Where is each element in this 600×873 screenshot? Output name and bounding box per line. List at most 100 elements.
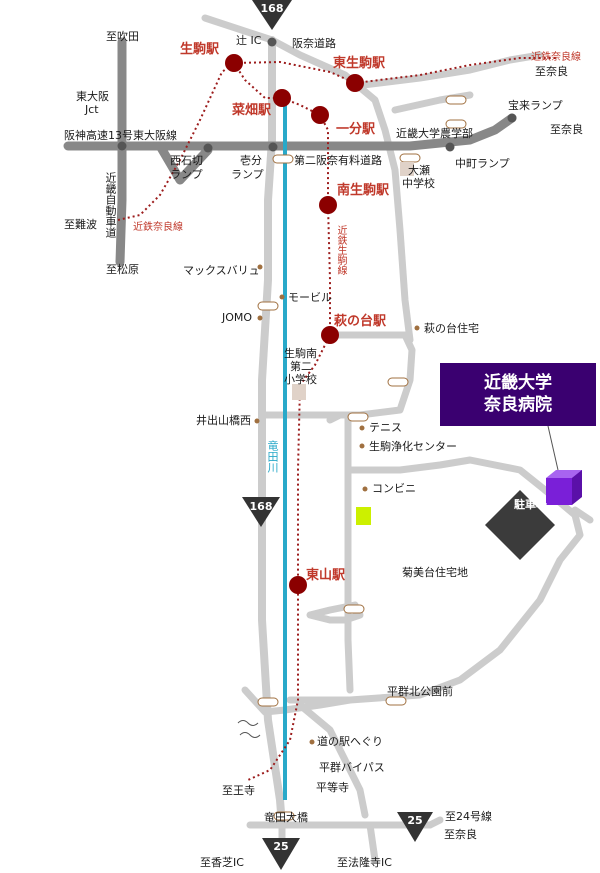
hospital-leader xyxy=(547,425,559,471)
road-hanna xyxy=(201,14,414,344)
road-hospital-entry xyxy=(571,506,594,524)
station-haginodai-label[interactable]: 萩の台駅 xyxy=(334,314,387,329)
label-ikoma-minami: 生駒南 xyxy=(284,347,317,360)
label-ikoma-center: 生駒浄化センター xyxy=(369,440,457,453)
station-ikoma-label[interactable]: 生駒駅 xyxy=(180,42,220,57)
label-ichibu-ramp: 壱分 xyxy=(240,154,262,167)
hospital-name-line1: 近畿大学 xyxy=(484,373,552,393)
label-kinki-expwy: 近畿自動車道 xyxy=(104,172,117,238)
label-jct: Jct xyxy=(85,103,99,116)
road-markers xyxy=(257,95,467,821)
label-to-kashiba: 至香芝IC xyxy=(200,856,244,869)
shield-25-bottom-label: 25 xyxy=(273,840,289,853)
hanshin-13 xyxy=(63,113,517,151)
station-higashiyama-label[interactable]: 東山駅 xyxy=(306,568,346,583)
marker xyxy=(343,604,365,614)
label-tsuji-ic: 辻 IC xyxy=(236,34,262,47)
haginodai-housing-dot xyxy=(414,325,420,331)
label-maxvalu: マックスバリュ xyxy=(183,264,260,277)
tsuji-ic-dot xyxy=(267,37,277,47)
kinki-expressway xyxy=(115,37,127,267)
wave-mark xyxy=(239,732,261,738)
ose-jhs-building xyxy=(400,162,414,176)
route-shields xyxy=(242,0,433,870)
station-ikoma-dot xyxy=(225,54,243,72)
label-mobil: モービル xyxy=(288,291,332,304)
rail-label-kintetsu-nara-east: 近鉄奈良線 xyxy=(531,52,581,63)
label-conbini: コンビニ xyxy=(372,482,416,495)
hospital-name-line2: 奈良病院 xyxy=(484,395,552,415)
road-r25-right xyxy=(426,816,444,829)
shield-168-top-label: 168 xyxy=(260,2,284,15)
ikoma-minami-elem-building xyxy=(292,384,306,400)
label-to-suita: 至吹田 xyxy=(106,30,139,43)
route-168 xyxy=(258,36,286,829)
station-haginodai-dot xyxy=(321,326,339,344)
higashiosaka-jct-dot xyxy=(117,141,127,151)
marker xyxy=(257,697,279,707)
station-minami-ikoma-label[interactable]: 南生駒駅 xyxy=(337,183,390,198)
shield-25-right xyxy=(397,812,433,842)
nishi-ishikiri-ramp xyxy=(155,141,213,185)
label-hanna-road: 阪奈道路 xyxy=(292,37,336,50)
station-ichibu-dot xyxy=(311,106,329,124)
nishi-ishikiri-dot xyxy=(203,143,213,153)
rail-lines xyxy=(117,57,556,781)
maxvalu-dot xyxy=(257,264,263,270)
shield-25-right-label: 25 xyxy=(407,814,423,827)
label-to-r24: 至24号線 xyxy=(445,810,492,823)
road-heguri xyxy=(296,701,369,819)
ideyama-dot xyxy=(254,418,260,424)
hospital-label-box[interactable]: 近畿大学 奈良病院 xyxy=(440,363,596,426)
station-ichibu-label[interactable]: 一分駅 xyxy=(336,122,376,137)
conbini-dot xyxy=(362,486,368,492)
shield-25-bottom xyxy=(262,838,300,870)
label-elem: 小学校 xyxy=(284,373,317,386)
shield-168-top xyxy=(252,0,292,30)
label-to-matsubara: 至松原 xyxy=(106,263,139,276)
route-168-line xyxy=(258,36,286,829)
marker xyxy=(257,301,279,311)
parking-label[interactable]: 駐車場 xyxy=(514,498,547,511)
marker xyxy=(445,95,467,105)
label-heguri-park: 平群北公園前 xyxy=(387,685,453,698)
station-higashiyama-dot xyxy=(289,576,307,594)
label-to-nara-3: 至奈良 xyxy=(444,828,477,841)
poi-dots xyxy=(254,264,420,745)
label-higashiosaka: 東大阪 xyxy=(76,90,109,103)
label-nakamachi-ramp: 中町ランプ xyxy=(455,157,510,170)
local-roads xyxy=(201,14,594,864)
label-nishi-ishikiri: 西石切 xyxy=(170,154,203,167)
label-ideyama: 井出山橋西 xyxy=(196,414,251,427)
station-dots xyxy=(225,54,364,594)
horai-dot xyxy=(507,113,517,123)
marker xyxy=(347,412,369,422)
station-minami-ikoma-dot xyxy=(319,196,337,214)
wave-mark xyxy=(237,720,259,726)
ichibu-ramp-dot xyxy=(268,142,278,152)
label-tatsuta-bridge: 竜田大橋 xyxy=(264,811,308,824)
junction-dots xyxy=(117,37,517,153)
mobil-dot xyxy=(279,294,285,300)
marker xyxy=(399,153,421,163)
hospital-cube-icon xyxy=(546,470,582,505)
station-higashi-ikoma-dot xyxy=(346,74,364,92)
rail-label-kintetsu-nara-west: 近鉄奈良線 xyxy=(133,222,183,233)
parking-diamond xyxy=(485,490,555,560)
station-nabatake-label[interactable]: 菜畑駅 xyxy=(232,103,272,118)
marker xyxy=(387,377,409,387)
label-kikumidai: 菊美台住宅地 xyxy=(402,566,468,579)
shield-168-mid xyxy=(242,497,280,527)
label-hanshin-expwy: 阪神高速13号東大阪線 xyxy=(64,129,177,142)
expressways xyxy=(63,37,517,267)
shield-168-mid-label: 168 xyxy=(249,500,273,513)
label-ichibu-ramp2: ランプ xyxy=(231,168,264,181)
nakamachi-dot xyxy=(445,142,455,152)
rail-kintetsu-ikoma xyxy=(233,62,331,781)
label-heguri-bypass: 平群バイパス xyxy=(319,761,385,774)
label-ose-jhs-1: 大瀬 xyxy=(408,164,430,177)
station-higashi-ikoma-label[interactable]: 東生駒駅 xyxy=(333,56,386,71)
label-dai2-hanna: 第二阪奈有料道路 xyxy=(294,154,382,167)
marker xyxy=(385,696,407,706)
